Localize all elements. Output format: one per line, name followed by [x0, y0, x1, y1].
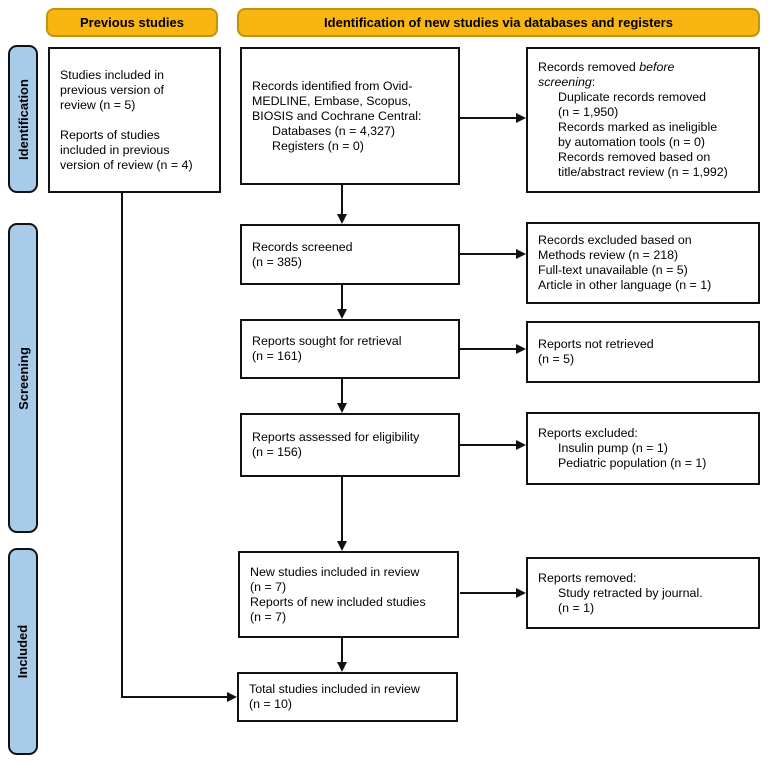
- arrow-identified-to-removed: [460, 113, 526, 123]
- arrow-screened-to-sought: [337, 285, 347, 319]
- arrow-previous-to-total-horizontal: [121, 692, 237, 702]
- arrow-new-studies-to-total: [337, 638, 347, 672]
- box-new-studies-included: New studies included in review(n = 7)Rep…: [238, 551, 459, 638]
- box-reports-assessed: Reports assessed for eligibility(n = 156…: [240, 413, 460, 477]
- arrow-new-studies-to-reports-removed: [460, 588, 526, 598]
- arrow-sought-to-not-retrieved: [460, 344, 526, 354]
- stage-label-identification: Identification: [8, 45, 38, 193]
- stage-label-included-text: Included: [15, 624, 31, 679]
- box-records-screened: Records screened(n = 385): [240, 224, 460, 285]
- box-records-identified: Records identified from Ovid-MEDLINE, Em…: [240, 47, 460, 185]
- arrow-assessed-to-new-studies: [337, 477, 347, 551]
- stage-label-included: Included: [8, 548, 38, 755]
- header-previous-studies: Previous studies: [46, 8, 218, 37]
- arrow-previous-to-total-vertical: [121, 192, 123, 698]
- box-reports-excluded: Reports excluded:Insulin pump (n = 1)Ped…: [526, 412, 760, 485]
- arrowhead-right-icon: [516, 249, 526, 259]
- arrowhead-down-icon: [337, 309, 347, 319]
- arrowhead-right-icon: [516, 440, 526, 450]
- stage-label-screening-text: Screening: [15, 346, 31, 410]
- box-reports-removed: Reports removed:Study retracted by journ…: [526, 557, 760, 629]
- arrow-screened-to-excluded: [460, 249, 526, 259]
- arrowhead-right-icon: [227, 692, 237, 702]
- arrow-identified-to-screened: [337, 185, 347, 224]
- arrowhead-right-icon: [516, 588, 526, 598]
- box-total-studies: Total studies included in review(n = 10): [237, 672, 458, 722]
- box-reports-sought: Reports sought for retrieval(n = 161): [240, 319, 460, 379]
- header-new-studies: Identification of new studies via databa…: [237, 8, 760, 37]
- arrowhead-down-icon: [337, 403, 347, 413]
- arrow-assessed-to-reports-excluded: [460, 440, 526, 450]
- arrow-sought-to-assessed: [337, 379, 347, 413]
- arrowhead-down-icon: [337, 662, 347, 672]
- stage-label-identification-text: Identification: [15, 78, 31, 160]
- box-reports-not-retrieved: Reports not retrieved(n = 5): [526, 321, 760, 383]
- arrowhead-down-icon: [337, 541, 347, 551]
- stage-label-screening: Screening: [8, 223, 38, 533]
- arrowhead-right-icon: [516, 113, 526, 123]
- arrowhead-right-icon: [516, 344, 526, 354]
- arrowhead-down-icon: [337, 214, 347, 224]
